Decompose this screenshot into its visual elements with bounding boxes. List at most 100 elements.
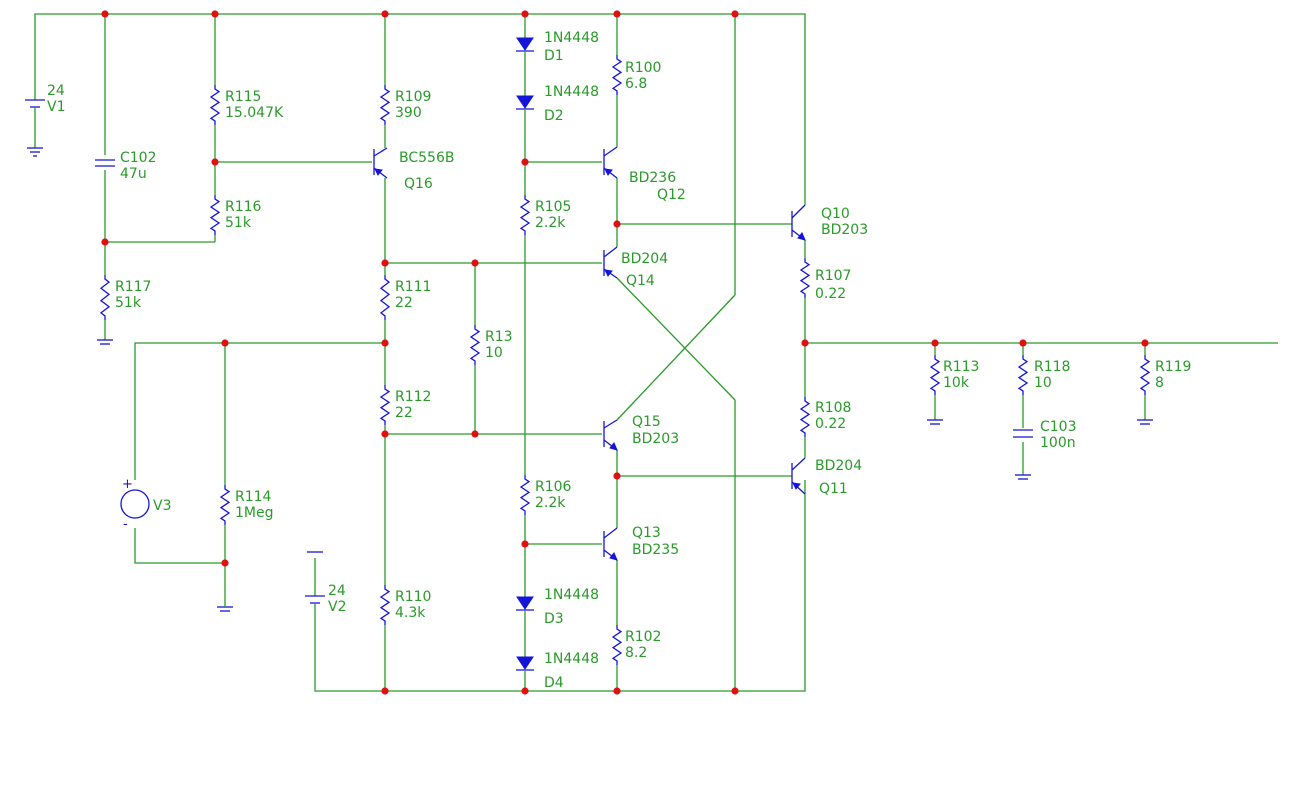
label-r112-value: 22 — [395, 405, 413, 421]
junction-dot — [471, 259, 479, 267]
label-r107-ref: R107 — [815, 268, 851, 284]
label-q14-value: BD204 — [621, 251, 668, 267]
diode-d1 — [516, 37, 534, 52]
junction-dot — [221, 559, 229, 567]
capacitor-c103 — [1013, 429, 1033, 438]
label-r108-ref: R108 — [815, 400, 851, 416]
junction-dot — [101, 238, 109, 246]
transistor-q12 — [603, 146, 618, 179]
label-r114-ref: R114 — [235, 489, 272, 505]
resistor-r115 — [209, 85, 221, 125]
junction-dot — [471, 430, 479, 438]
source-v2 — [305, 551, 325, 615]
capacitor-c102 — [95, 159, 115, 167]
resistor-r110 — [379, 585, 391, 625]
svg-text:-: - — [123, 517, 128, 532]
source-v3: + - — [120, 477, 150, 532]
svg-text:+: + — [122, 477, 133, 492]
label-r100-value: 6.8 — [625, 76, 647, 92]
label-r108-value: 0.22 — [815, 416, 846, 432]
label-q14-ref: Q14 — [626, 273, 655, 289]
label-r111-value: 22 — [395, 295, 413, 311]
label-r112-ref: R112 — [395, 389, 431, 405]
label-d1-ref: D1 — [544, 48, 564, 64]
label-d3-value: 1N4448 — [544, 587, 599, 603]
label-c103-value: 100n — [1040, 435, 1076, 451]
resistor-r116 — [209, 195, 221, 235]
label-r116-ref: R116 — [225, 199, 262, 215]
label-v2-value: 24 — [328, 583, 346, 599]
label-d3-ref: D3 — [544, 611, 564, 627]
ground-r114 — [217, 600, 233, 612]
junction-dot — [1141, 339, 1149, 347]
label-r110-value: 4.3k — [395, 605, 426, 621]
label-q10-value: BD203 — [821, 222, 868, 238]
label-r107-value: 0.22 — [815, 286, 846, 302]
label-q11-value: BD204 — [815, 458, 862, 474]
junction-dot — [381, 259, 389, 267]
junction-dot — [1019, 339, 1027, 347]
label-c102-value: 47u — [120, 166, 147, 182]
resistor-r113 — [929, 355, 941, 395]
label-v1-value: 24 — [47, 83, 65, 99]
label-r102-value: 8.2 — [625, 645, 647, 661]
label-q12-value: BD236 — [629, 170, 676, 186]
label-r115-value: 15.047K — [225, 105, 284, 121]
resistors — [99, 55, 1151, 665]
label-r117-ref: R117 — [115, 279, 151, 295]
junction-dot — [613, 687, 621, 695]
label-r114-value: 1Meg — [235, 505, 274, 521]
label-q16-ref: Q16 — [404, 176, 433, 192]
label-r113-value: 10k — [943, 375, 970, 391]
resistor-r118 — [1017, 355, 1029, 395]
label-r100-ref: R100 — [625, 60, 661, 76]
junction-dot — [801, 339, 809, 347]
label-r118-ref: R118 — [1034, 359, 1070, 375]
transistor-q14 — [603, 246, 618, 279]
resistor-r119 — [1139, 355, 1151, 395]
resistor-r108 — [799, 397, 811, 437]
resistor-r105 — [519, 195, 531, 235]
junction-dot — [381, 339, 389, 347]
resistor-r107 — [799, 258, 811, 298]
junction-dot — [613, 220, 621, 228]
label-v1-ref: V1 — [47, 99, 65, 115]
resistor-r100 — [611, 55, 623, 95]
resistor-r102 — [611, 625, 623, 665]
label-q11-ref: Q11 — [819, 481, 848, 497]
transistor-q16 — [373, 147, 388, 179]
labels: 24 V1 24 V2 V3 C102 47u C103 100n R115 1… — [47, 30, 1191, 691]
label-q15-value: BD203 — [632, 431, 679, 447]
ground-c103 — [1015, 474, 1031, 480]
label-r119-ref: R119 — [1155, 359, 1191, 375]
resistor-r109 — [379, 85, 391, 125]
junction-dot — [521, 687, 529, 695]
junction-dot — [381, 430, 389, 438]
junction-dot — [211, 10, 219, 18]
label-q16-value: BC556B — [399, 150, 454, 166]
label-r110-ref: R110 — [395, 589, 431, 605]
label-v2-ref: V2 — [328, 599, 346, 615]
junction-dots — [101, 10, 1149, 695]
junction-dot — [613, 10, 621, 18]
junction-dot — [521, 10, 529, 18]
resistor-r114 — [219, 485, 231, 525]
label-q15-ref: Q15 — [632, 414, 661, 430]
resistor-r117 — [99, 275, 111, 320]
transistors — [373, 146, 806, 561]
label-r106-value: 2.2k — [535, 495, 566, 511]
resistor-r112 — [379, 385, 391, 425]
diode-d2 — [516, 95, 534, 110]
label-r102-ref: R102 — [625, 629, 661, 645]
transistor-q13 — [603, 527, 618, 561]
resistor-r111 — [379, 275, 391, 320]
junction-dot — [211, 158, 219, 166]
ground-icon — [27, 147, 43, 157]
junction-dot — [931, 339, 939, 347]
label-r106-ref: R106 — [535, 479, 572, 495]
diode-d3 — [516, 596, 534, 611]
ground-r113 — [927, 419, 943, 425]
junction-dot — [613, 472, 621, 480]
junction-dot — [521, 540, 529, 548]
